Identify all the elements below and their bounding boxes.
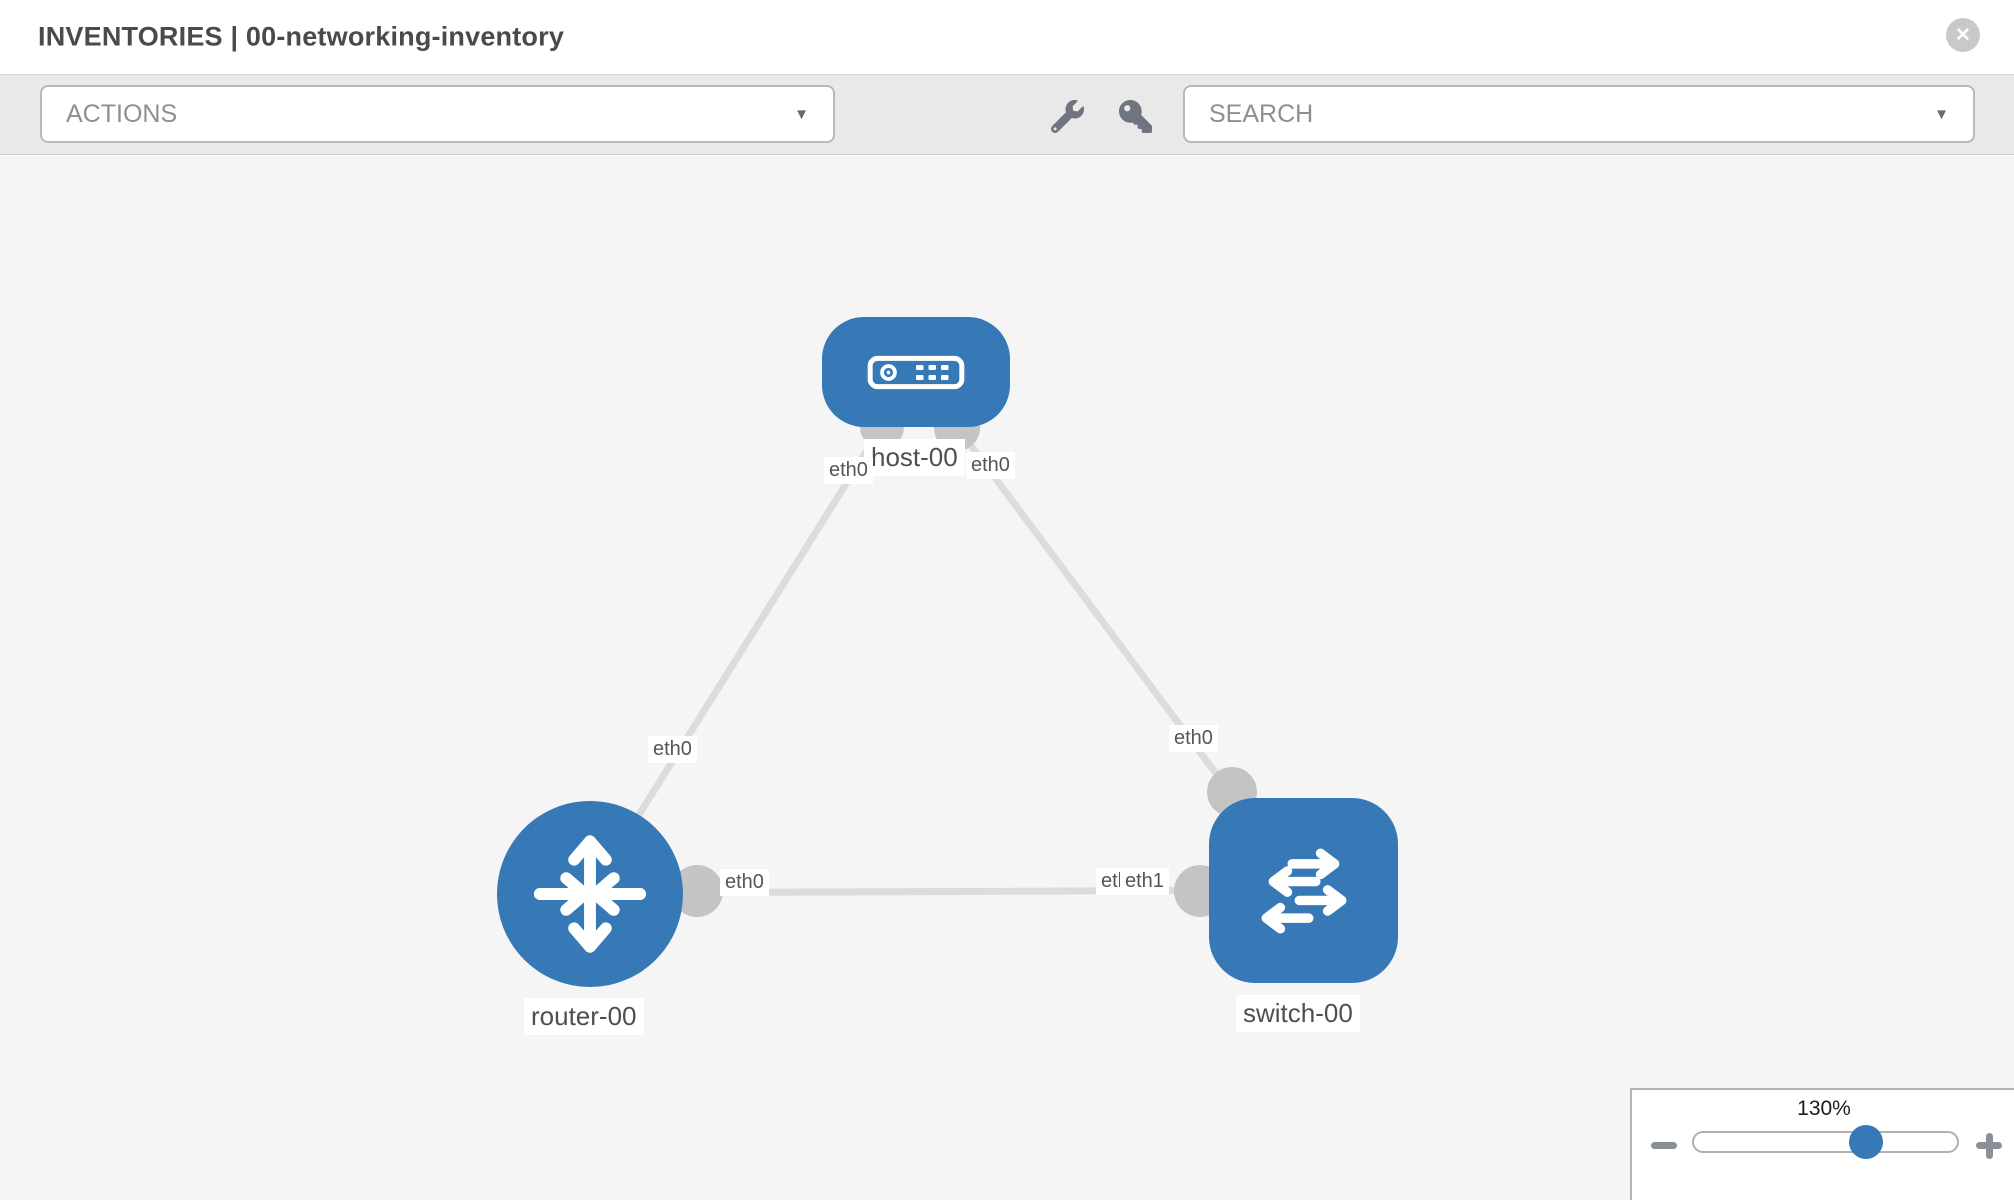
node-label-switch-00: switch-00 [1236, 995, 1360, 1032]
interface-label-host-eth0-right: eth0 [966, 452, 1015, 479]
interface-connector-router-eth0[interactable] [671, 865, 723, 917]
node-label-router-00: router-00 [524, 998, 644, 1035]
actions-dropdown-label: ACTIONS [66, 99, 178, 128]
wrench-icon-glyph [1050, 99, 1084, 133]
interface-label-router-eth0: eth0 [720, 869, 769, 896]
interface-label-router-eth0-top: eth0 [648, 736, 697, 763]
chevron-down-icon: ▼ [1934, 105, 1949, 123]
zoom-in-button[interactable] [1967, 1123, 2011, 1167]
interface-label-switch-eth0: eth0 [1169, 725, 1218, 752]
search-dropdown-label: SEARCH [1209, 99, 1314, 128]
toolbar: ACTIONS ▼ SEARCH ▼ [0, 74, 2014, 155]
zoom-out-button[interactable] [1642, 1123, 1686, 1167]
plus-icon [1985, 1132, 1993, 1159]
topology-canvas[interactable]: host-00 router-00 switch-00 eth0 eth0 et… [0, 156, 2014, 1200]
page-title: INVENTORIES | 00-networking-inventory [38, 21, 565, 52]
header: INVENTORIES | 00-networking-inventory ✕ [0, 0, 2014, 74]
minus-icon [1651, 1142, 1677, 1149]
actions-dropdown[interactable]: ACTIONS ▼ [40, 85, 835, 143]
node-router-00[interactable] [497, 801, 683, 987]
interface-label-host-eth0-left: eth0 [824, 457, 873, 484]
links-layer [587, 369, 1306, 917]
chevron-down-icon: ▼ [794, 105, 809, 123]
node-label-host-00: host-00 [864, 439, 965, 476]
interface-label-switch-eth1: eth1 [1120, 868, 1169, 895]
host-icon [867, 355, 965, 389]
zoom-slider-track[interactable] [1692, 1125, 1959, 1159]
switch-icon [1261, 848, 1346, 933]
zoom-panel: 130% [1630, 1088, 2014, 1200]
key-icon[interactable] [1116, 97, 1154, 135]
node-switch-00[interactable] [1209, 798, 1398, 983]
key-icon-glyph [1118, 99, 1152, 133]
zoom-level: 130% [1797, 1097, 1851, 1120]
wrench-icon[interactable] [1048, 97, 1086, 135]
node-host-00[interactable] [822, 317, 1010, 427]
zoom-slider-handle[interactable] [1849, 1125, 1883, 1159]
close-button[interactable]: ✕ [1946, 18, 1980, 52]
search-dropdown[interactable]: SEARCH ▼ [1183, 85, 1975, 143]
close-icon: ✕ [1955, 24, 1971, 46]
router-icon [533, 835, 647, 953]
